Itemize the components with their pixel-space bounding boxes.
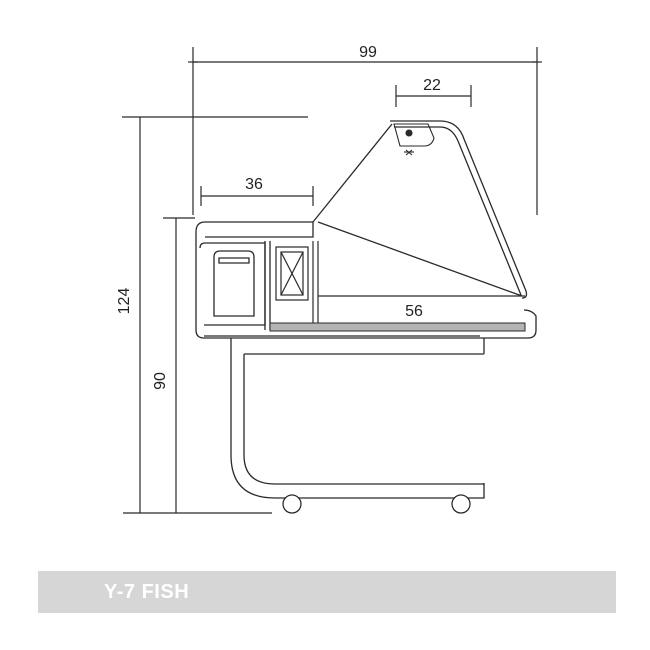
dimension-lamp-width-label: 22 (423, 77, 441, 94)
dimension-overall-height (122, 116, 308, 514)
dimension-counter-height (163, 217, 195, 513)
dimension-lamp-width (395, 85, 472, 107)
model-label-bar (38, 571, 616, 613)
dimension-overall-width-label: 99 (359, 44, 377, 61)
storage-box (275, 241, 319, 325)
lamp-icon (393, 123, 435, 156)
dimension-overall-width (188, 47, 542, 215)
caster-wheel-right (451, 494, 471, 514)
glass-canopy (312, 120, 528, 299)
dimension-top-shelf-width-label: 36 (245, 176, 263, 193)
dimension-top-shelf-width (200, 186, 314, 206)
display-base-plate (269, 322, 526, 332)
caster-wheel-left (282, 494, 302, 514)
dimension-overall-height-label: 124 (116, 288, 133, 315)
counter-body (195, 221, 537, 339)
frame-leg (230, 338, 485, 499)
dimension-display-depth-label: 56 (405, 303, 423, 320)
dimension-counter-height-label: 90 (152, 372, 169, 390)
compressor-unit (213, 250, 255, 317)
model-label: Y-7 FISH (104, 581, 190, 603)
